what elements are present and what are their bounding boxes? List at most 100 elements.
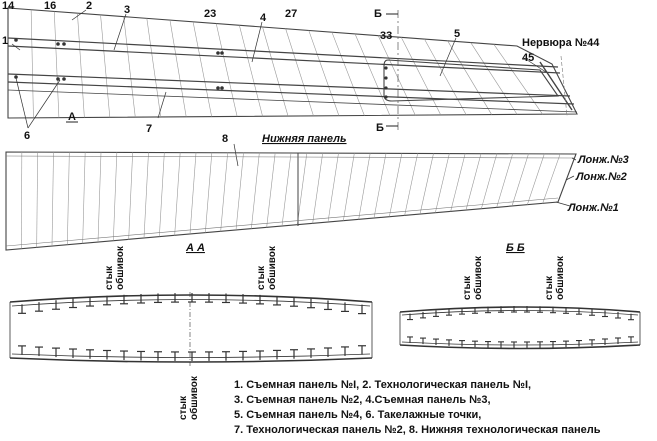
- legend-line-1: 1. Съемная панель №I, 2. Технологическая…: [234, 379, 531, 391]
- joint-label-bb-2: стык обшивок: [544, 255, 566, 300]
- spar2-label: Лонж.№2: [575, 171, 627, 183]
- section-aa-upper-skin-inner: [11, 299, 371, 307]
- lower-rib-line: [297, 153, 308, 225]
- upper-rib-line: [493, 44, 543, 115]
- upper-rib-line: [53, 11, 60, 118]
- lower-rib-line: [251, 152, 260, 229]
- section-aa-title: А А: [185, 242, 205, 254]
- lower-rib-line: [205, 152, 213, 233]
- callout-8: 8: [222, 133, 228, 145]
- upper-rib-line: [215, 23, 238, 117]
- lower-rib-line: [343, 153, 355, 221]
- lower-panel-view: [5, 151, 577, 251]
- callout-33: 33: [380, 30, 392, 42]
- upper-rib-line: [146, 18, 162, 117]
- cut-b-bottom-label: Б: [376, 122, 384, 134]
- upper-spar-line-4: [7, 81, 575, 105]
- upper-rib-line: [447, 40, 492, 115]
- upper-spar-line-2: [7, 45, 561, 74]
- upper-panel-view: [7, 7, 578, 130]
- lower-rib-line: [36, 152, 38, 248]
- rigging-point: [216, 51, 220, 55]
- joint-label-line1: стык: [178, 395, 189, 420]
- section-bb-upper-skin: [399, 306, 641, 313]
- legend-line-3: 5. Съемная панель №4, 6. Такелажные точк…: [234, 409, 481, 421]
- upper-spar-line-5: [7, 89, 578, 113]
- lower-inner-line-bottom: [5, 197, 559, 247]
- callout-3: 3: [124, 4, 130, 16]
- joint-label-line1: стык: [256, 265, 267, 290]
- lower-rib-line: [281, 152, 292, 227]
- rigging-point: [56, 77, 60, 81]
- joint-label-line2: обшивок: [554, 255, 566, 300]
- centerline: [560, 55, 568, 117]
- joint-label-line2: обшивок: [266, 245, 278, 290]
- joint-label-aa-2: стык обшивок: [256, 245, 278, 290]
- upper-rib-line: [331, 32, 365, 116]
- rigging-point: [62, 77, 66, 81]
- rigging-point: [216, 86, 220, 90]
- spar1-leader: [555, 201, 571, 207]
- upper-rib-line: [377, 35, 416, 116]
- rigging-point: [384, 66, 388, 70]
- section-aa-lower-skin: [9, 357, 373, 363]
- upper-rib-line: [192, 21, 212, 117]
- section-bb-title: Б Б: [506, 242, 525, 254]
- rigging-point: [220, 51, 224, 55]
- joint-label-aa-3: стык обшивок: [178, 375, 200, 420]
- joint-label-line1: стык: [544, 275, 555, 300]
- lower-rib-line: [21, 152, 23, 249]
- lower-rib-line: [97, 152, 102, 243]
- rigging-point: [14, 38, 18, 42]
- callout-4: 4: [260, 12, 267, 24]
- lower-rib-line: [51, 152, 54, 247]
- lower-rib-line: [327, 153, 339, 223]
- lower-rib-line: [128, 152, 133, 240]
- rigging-point: [384, 76, 388, 80]
- lower-rib-line: [312, 153, 323, 224]
- lower-panel-title: Нижняя панель: [262, 133, 347, 145]
- lower-rib-line: [113, 152, 118, 241]
- upper-rib-line: [354, 33, 391, 116]
- lower-inner-line: [5, 155, 575, 159]
- upper-view-labels: 14 16 2 3 23 4 27 Б 33 5 Нервюра №44 45 …: [2, 0, 600, 142]
- section-bb-upper-skin-inner: [401, 310, 639, 316]
- joint-label-line1: стык: [462, 275, 473, 300]
- lower-rib-line: [450, 153, 466, 212]
- callout-1: 1: [2, 35, 8, 47]
- legend-line-2: 3. Съемная панель №2, 4.Съемная панель №…: [234, 394, 491, 406]
- joint-label-aa-1: стык обшивок: [104, 245, 126, 290]
- upper-spar-line-1: [7, 37, 559, 68]
- cut-a-label: А: [68, 111, 76, 123]
- upper-ribs: [30, 9, 543, 118]
- lower-rib-line: [67, 152, 70, 245]
- lower-rib-line: [435, 153, 450, 213]
- joint-label-line1: стык: [104, 265, 115, 290]
- joint-label-line2: обшивок: [114, 245, 126, 290]
- lower-rib-line: [220, 152, 228, 232]
- upper-rib-line: [30, 9, 34, 118]
- cut-b-top-label: Б: [374, 8, 382, 20]
- lower-rib-line: [481, 153, 498, 209]
- rib-44-label: Нервюра №44: [522, 37, 600, 49]
- callout-2: 2: [86, 0, 92, 12]
- lower-rib-line: [358, 153, 371, 220]
- section-bb-lower-skin: [399, 344, 641, 350]
- lower-rib-line: [174, 152, 181, 236]
- section-bb-lower-stringers: [407, 336, 634, 348]
- rigging-point: [56, 42, 60, 46]
- section-aa-upper-skin: [9, 294, 373, 303]
- spar1-label: Лонж.№1: [567, 202, 619, 214]
- callout-6: 6: [24, 130, 30, 142]
- callout-27: 27: [285, 8, 297, 20]
- lower-rib-line: [159, 152, 165, 237]
- rigging-point: [62, 42, 66, 46]
- lower-panel-outline: [5, 151, 577, 251]
- section-bb: [399, 306, 641, 350]
- callout-5: 5: [454, 28, 460, 40]
- rib-44-line: [539, 61, 573, 111]
- section-bb-lower-skin-inner: [401, 341, 639, 346]
- spar3-leader: [571, 157, 577, 161]
- rigging-point: [14, 75, 18, 79]
